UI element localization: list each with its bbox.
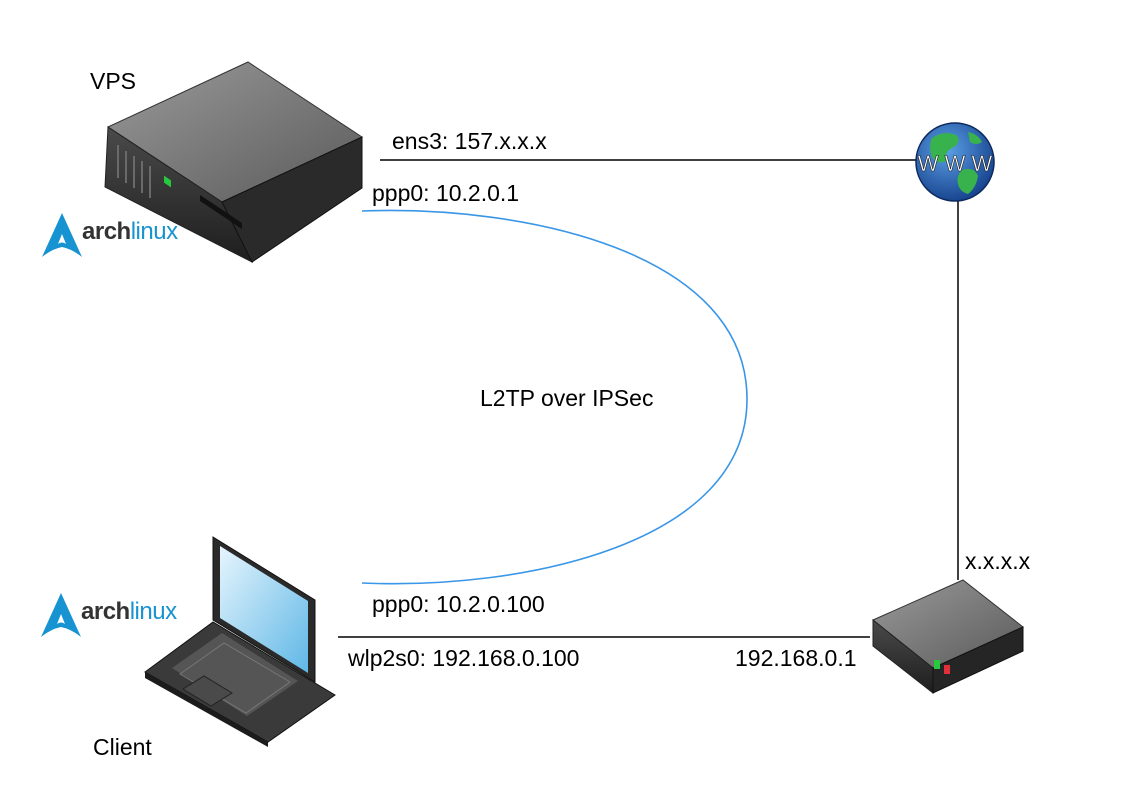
- logo-bold: arch: [82, 218, 131, 245]
- globe-icon: W W W: [915, 122, 995, 202]
- router-lan-label: 192.168.0.1: [735, 645, 857, 671]
- router-icon: [872, 579, 1024, 695]
- vps-ens3-label: ens3: 157.x.x.x: [392, 128, 547, 154]
- client-label: Client: [93, 734, 152, 760]
- router-wan-label: x.x.x.x: [965, 548, 1031, 574]
- client-ppp0-label: ppp0: 10.2.0.100: [372, 591, 545, 617]
- archlinux-logo-client: archlinux: [79, 600, 177, 626]
- laptop-icon: [144, 536, 336, 747]
- vps-ppp0-label: ppp0: 10.2.0.1: [372, 180, 520, 206]
- logo-normal: linux: [129, 598, 177, 625]
- server-icon: [104, 61, 364, 264]
- arch-logo-mark-client: [41, 593, 81, 637]
- archlinux-logo-vps: archlinux: [80, 220, 178, 246]
- arch-logo-mark-vps: [42, 213, 82, 257]
- logo-bold: arch: [81, 598, 130, 625]
- vps-label: VPS: [90, 68, 137, 94]
- logo-normal: linux: [130, 218, 178, 245]
- client-wlp2s0-label: wlp2s0: 192.168.0.100: [348, 645, 580, 671]
- tunnel-label: L2TP over IPSec: [480, 385, 654, 411]
- tunnel-arc: [361, 209, 748, 585]
- globe-label: W W W: [918, 151, 993, 176]
